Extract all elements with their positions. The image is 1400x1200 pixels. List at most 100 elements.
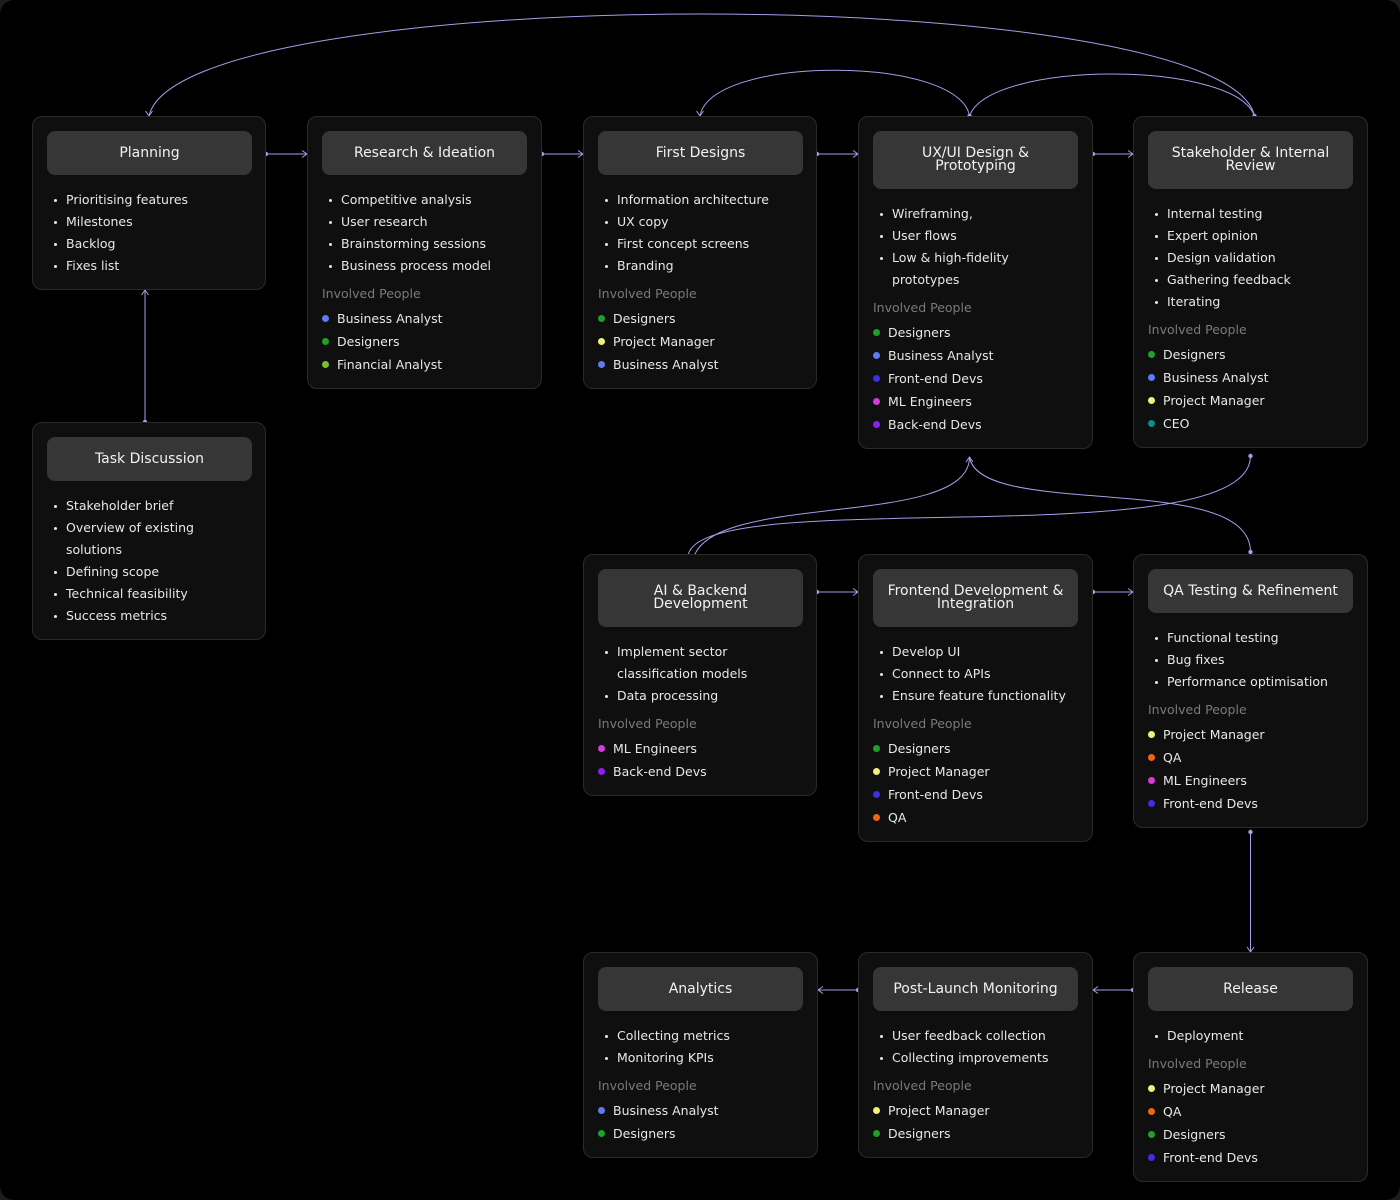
person-row: Business Analyst — [873, 344, 1078, 367]
role-color-dot — [322, 315, 329, 322]
stage-title[interactable]: UX/UI Design & Prototyping — [873, 131, 1078, 189]
role-color-dot — [1148, 397, 1155, 404]
person-row: Back-end Devs — [598, 760, 802, 783]
person-role: ML Engineers — [888, 394, 972, 409]
involved-people-heading: Involved People — [1148, 702, 1247, 717]
person-row: ML Engineers — [873, 390, 1078, 413]
person-role: Designers — [888, 741, 951, 756]
task-item: Prioritising features — [53, 189, 251, 211]
person-role: Front-end Devs — [888, 787, 983, 802]
person-row: Designers — [1148, 1123, 1353, 1146]
person-row: Project Manager — [873, 1099, 1078, 1122]
involved-people-heading: Involved People — [598, 716, 697, 731]
stage-title[interactable]: Planning — [47, 131, 252, 175]
task-item: Iterating — [1154, 291, 1353, 313]
connector-dot — [1248, 549, 1253, 555]
stage-title[interactable]: QA Testing & Refinement — [1148, 569, 1353, 613]
stage-title[interactable]: Analytics — [598, 967, 803, 1011]
person-role: Back-end Devs — [888, 417, 982, 432]
role-color-dot — [1148, 420, 1155, 427]
stage-title[interactable]: AI & Backend Development — [598, 569, 803, 627]
stage-title[interactable]: Task Discussion — [47, 437, 252, 481]
person-role: Business Analyst — [337, 311, 443, 326]
task-item: Brainstorming sessions — [328, 233, 527, 255]
task-item: Functional testing — [1154, 627, 1353, 649]
person-row: Project Manager — [1148, 389, 1353, 412]
task-item: Collecting improvements — [879, 1047, 1078, 1069]
person-row: Front-end Devs — [1148, 1146, 1353, 1169]
stage-title[interactable]: Stakeholder & Internal Review — [1148, 131, 1353, 189]
role-color-dot — [1148, 1154, 1155, 1161]
arrow-head — [817, 986, 824, 994]
involved-people-heading: Involved People — [873, 300, 972, 315]
person-row: Designers — [598, 307, 802, 330]
person-role: Project Manager — [888, 764, 990, 779]
task-item: First concept screens — [604, 233, 802, 255]
stage-title[interactable]: Release — [1148, 967, 1353, 1011]
arrow-head — [141, 289, 149, 296]
person-role: Designers — [888, 1126, 951, 1141]
task-item: Stakeholder brief — [53, 495, 251, 517]
stage-title[interactable]: First Designs — [598, 131, 803, 175]
stage-title[interactable]: Frontend Development & Integration — [873, 569, 1078, 627]
person-row: Business Analyst — [598, 1099, 803, 1122]
role-color-dot — [598, 315, 605, 322]
task-item: User research — [328, 211, 527, 233]
role-color-dot — [598, 745, 605, 752]
person-role: Project Manager — [1163, 727, 1265, 742]
role-color-dot — [1148, 754, 1155, 761]
role-color-dot — [1148, 1108, 1155, 1115]
task-item: Ensure feature functionality — [879, 685, 1078, 707]
person-row: Designers — [1148, 343, 1353, 366]
role-color-dot — [1148, 1131, 1155, 1138]
task-item: Defining scope — [53, 561, 251, 583]
role-color-dot — [1148, 374, 1155, 381]
arrow-ux-ui-design-to-ai-backend — [692, 456, 970, 561]
person-row: Designers — [873, 737, 1078, 760]
person-row: Project Manager — [873, 760, 1078, 783]
person-row: Business Analyst — [598, 353, 802, 376]
task-list: Deployment — [1148, 1025, 1353, 1047]
task-item: Data processing — [604, 685, 802, 707]
person-role: Front-end Devs — [888, 371, 983, 386]
person-role: Project Manager — [888, 1103, 990, 1118]
person-role: Designers — [613, 1126, 676, 1141]
role-color-dot — [598, 338, 605, 345]
arrow-ux-ui-design-to-qa-testing — [969, 456, 1251, 553]
person-row: ML Engineers — [1148, 769, 1353, 792]
involved-people-heading: Involved People — [1148, 1056, 1247, 1071]
arrow-stakeholder-review-to-ai-backend — [687, 455, 1251, 561]
connector-dot — [1248, 453, 1253, 459]
arrow-ux-ui-design-to-first-designs — [699, 69, 970, 117]
task-item: Low & high-fidelity prototypes — [879, 247, 1078, 291]
person-row: CEO — [1148, 412, 1353, 435]
stage-title[interactable]: Post-Launch Monitoring — [873, 967, 1078, 1011]
task-item: Gathering feedback — [1154, 269, 1353, 291]
role-color-dot — [598, 1130, 605, 1137]
task-item: Performance optimisation — [1154, 671, 1353, 693]
person-role: QA — [1163, 1104, 1182, 1119]
stage-title[interactable]: Research & Ideation — [322, 131, 527, 175]
task-item: Fixes list — [53, 255, 251, 277]
person-row: QA — [1148, 746, 1353, 769]
task-item: Milestones — [53, 211, 251, 233]
role-color-dot — [873, 768, 880, 775]
person-role: Business Analyst — [613, 357, 719, 372]
task-item: Design validation — [1154, 247, 1353, 269]
person-row: Back-end Devs — [873, 413, 1078, 436]
person-row: Business Analyst — [1148, 366, 1353, 389]
person-row: ML Engineers — [598, 737, 802, 760]
